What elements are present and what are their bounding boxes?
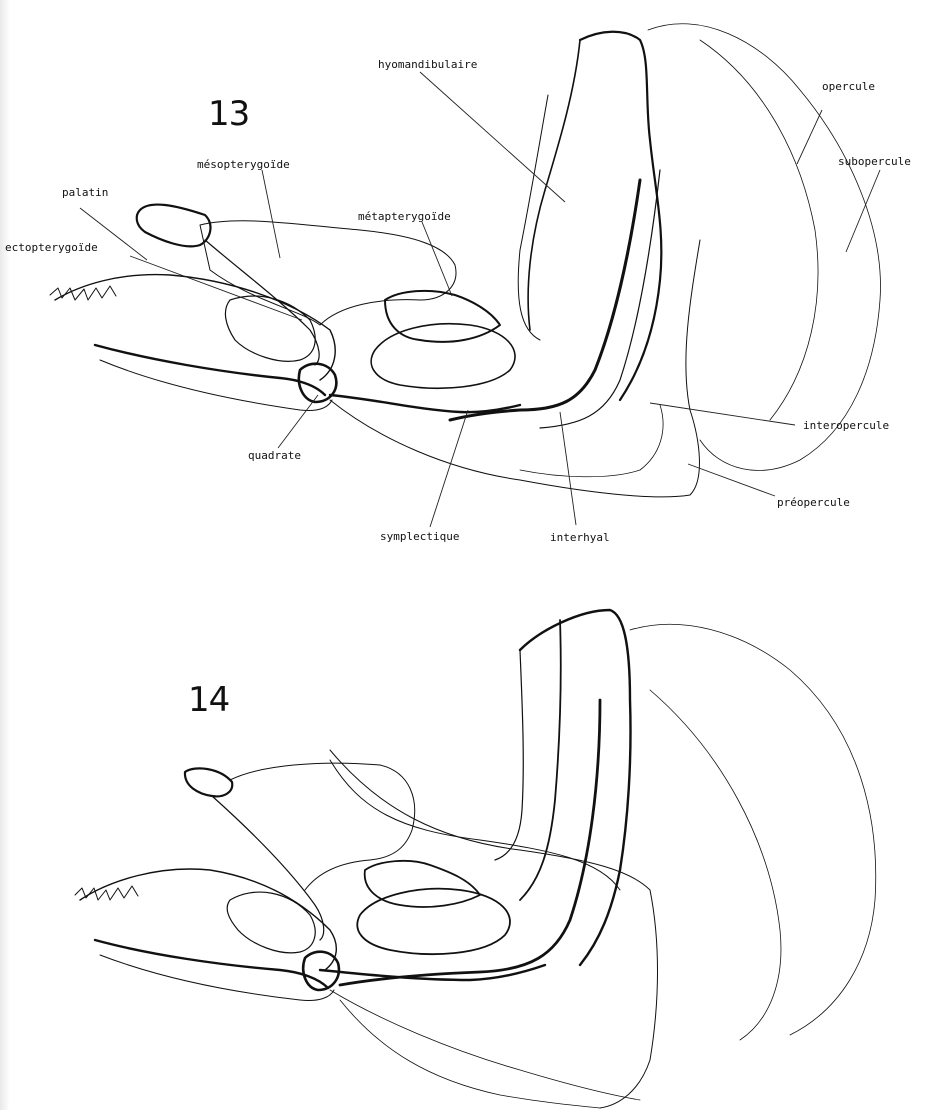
leader-subopercule bbox=[846, 170, 880, 252]
label-quadrate: quadrate bbox=[248, 449, 301, 462]
palatin-shaft bbox=[212, 796, 324, 940]
leader-mesopterygoide bbox=[262, 170, 280, 258]
leader-symplectique bbox=[430, 410, 468, 527]
figure-13-number: 13 bbox=[208, 94, 249, 134]
palatin-rod bbox=[185, 768, 232, 796]
leader-opercule bbox=[797, 110, 822, 164]
hyomandibulaire-front bbox=[495, 650, 523, 860]
label-ectopterygoide: ectopterygoïde bbox=[5, 241, 98, 254]
leader-preopercule bbox=[688, 464, 775, 496]
label-preopercule: préopercule bbox=[777, 496, 850, 509]
leader-interhyal bbox=[560, 412, 576, 525]
leader-hyomandibulaire bbox=[420, 72, 565, 202]
figure-13-leader-lines bbox=[0, 0, 940, 560]
label-symplectique: symplectique bbox=[380, 530, 459, 543]
jaw-lower-edge bbox=[100, 955, 334, 1001]
leader-metapterygoide bbox=[422, 222, 452, 296]
ectopterygoide-shape bbox=[227, 892, 315, 953]
preopercule-arm bbox=[340, 700, 600, 985]
label-subopercule: subopercule bbox=[838, 155, 911, 168]
preopercule-lower bbox=[330, 760, 620, 890]
jaw-upper-outline bbox=[80, 869, 336, 970]
label-interopercule: interopercule bbox=[803, 419, 889, 432]
label-hyomandibulaire: hyomandibulaire bbox=[378, 58, 477, 71]
hyomandibulaire-shape bbox=[520, 610, 631, 965]
label-interhyal: interhyal bbox=[550, 531, 610, 544]
leader-ectopterygoide bbox=[130, 256, 302, 320]
mesopterygoide-plate bbox=[230, 763, 415, 890]
hyomandibulaire-inner bbox=[520, 620, 561, 900]
figure-14-drawing bbox=[0, 560, 940, 1110]
interopercule-outline bbox=[330, 990, 640, 1100]
label-mesopterygoide: mésopterygoïde bbox=[197, 158, 290, 171]
label-metapterygoide: métapterygoïde bbox=[358, 210, 451, 223]
leader-interopercule bbox=[650, 403, 795, 425]
leader-quadrate bbox=[278, 395, 318, 448]
label-palatin: palatin bbox=[62, 186, 108, 199]
label-opercule: opercule bbox=[822, 80, 875, 93]
preopercule-outline bbox=[330, 750, 658, 1108]
jaw-lower-outline bbox=[95, 940, 328, 988]
subopercule-outline bbox=[650, 690, 781, 1040]
figure-14-number: 14 bbox=[188, 680, 229, 720]
